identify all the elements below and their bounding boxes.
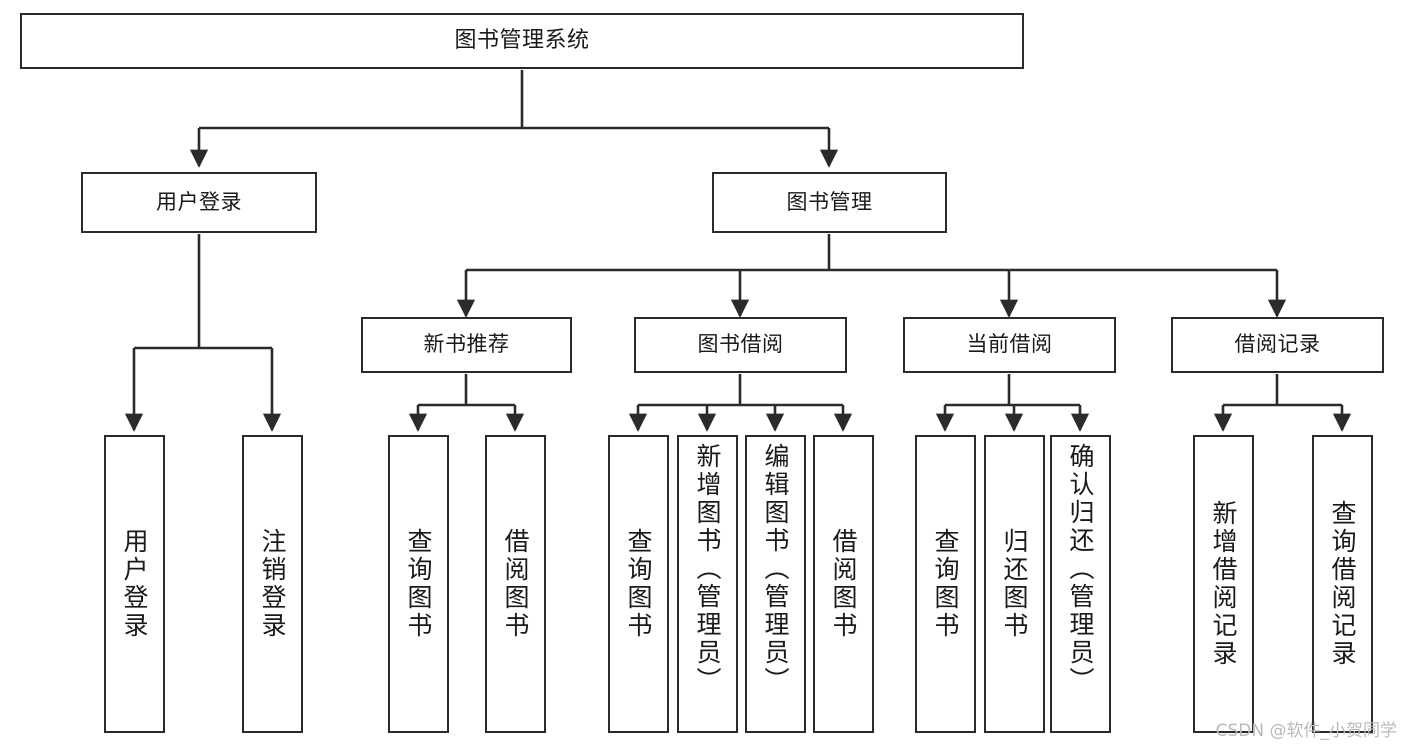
leaf-return-book[interactable]: 归还图书 xyxy=(984,435,1045,733)
node-label: 用户登录 xyxy=(156,189,242,214)
node-label: 查询借阅记录 xyxy=(1328,500,1357,668)
leaf-query-book-recommend[interactable]: 查询图书 xyxy=(388,435,449,733)
leaf-add-book-admin[interactable]: 新增图书（管理员） xyxy=(677,435,738,733)
leaf-query-borrow-record[interactable]: 查询借阅记录 xyxy=(1312,435,1373,733)
node-root-system[interactable]: 图书管理系统 xyxy=(20,13,1024,69)
node-label: 注销登录 xyxy=(258,528,287,640)
node-new-book-recommend[interactable]: 新书推荐 xyxy=(361,317,572,373)
csdn-watermark: CSDN @软件_小贺同学 xyxy=(1215,721,1397,741)
node-label: 查询图书 xyxy=(404,528,433,640)
leaf-query-book-current[interactable]: 查询图书 xyxy=(915,435,976,733)
node-label: 新书推荐 xyxy=(423,332,510,357)
leaf-query-book-borrow[interactable]: 查询图书 xyxy=(608,435,669,733)
node-book-borrow[interactable]: 图书借阅 xyxy=(634,317,847,373)
node-label: 查询图书 xyxy=(624,528,653,640)
node-borrow-records[interactable]: 借阅记录 xyxy=(1171,317,1384,373)
node-label: 借阅图书 xyxy=(829,528,858,640)
node-current-borrow[interactable]: 当前借阅 xyxy=(903,317,1116,373)
node-label: 当前借阅 xyxy=(966,332,1053,357)
leaf-user-login[interactable]: 用户登录 xyxy=(104,435,165,733)
leaf-logout[interactable]: 注销登录 xyxy=(242,435,303,733)
node-label: 新增图书（管理员） xyxy=(693,443,722,695)
node-label: 借阅图书 xyxy=(501,528,530,640)
leaf-borrow-book-recommend[interactable]: 借阅图书 xyxy=(485,435,546,733)
node-label: 图书借阅 xyxy=(697,332,784,357)
node-label: 查询图书 xyxy=(931,528,960,640)
node-label: 编辑图书（管理员） xyxy=(761,443,790,695)
leaf-edit-book-admin[interactable]: 编辑图书（管理员） xyxy=(745,435,806,733)
leaf-add-borrow-record[interactable]: 新增借阅记录 xyxy=(1193,435,1254,733)
node-label: 图书管理 xyxy=(786,189,873,214)
leaf-borrow-book[interactable]: 借阅图书 xyxy=(813,435,874,733)
node-label: 图书管理系统 xyxy=(454,27,590,53)
node-label: 用户登录 xyxy=(120,528,149,640)
node-label: 归还图书 xyxy=(1000,528,1029,640)
leaf-confirm-return-admin[interactable]: 确认归还（管理员） xyxy=(1050,435,1111,733)
node-label: 确认归还（管理员） xyxy=(1066,443,1095,695)
node-book-management[interactable]: 图书管理 xyxy=(712,172,947,233)
node-label: 借阅记录 xyxy=(1234,332,1321,357)
node-user-login[interactable]: 用户登录 xyxy=(81,172,317,233)
node-label: 新增借阅记录 xyxy=(1209,500,1238,668)
